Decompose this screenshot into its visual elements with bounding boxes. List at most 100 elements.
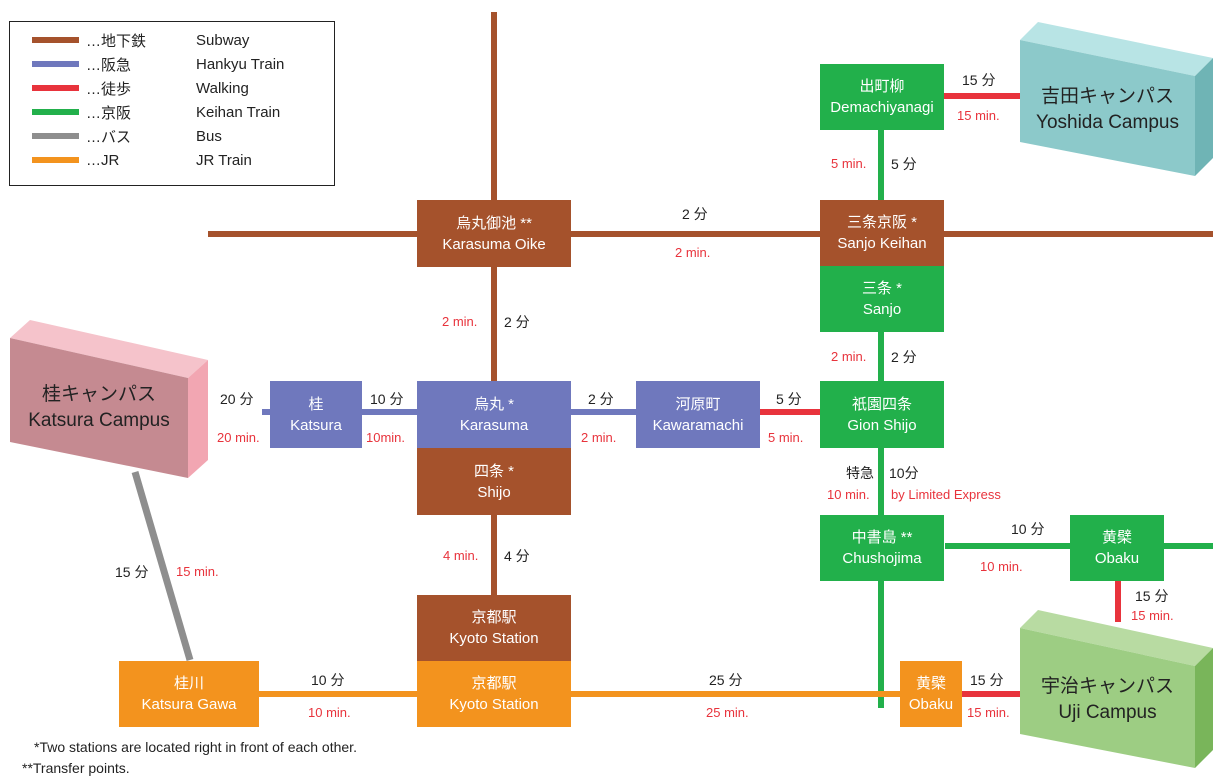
katsura-campus-block	[10, 320, 208, 478]
time-kyoto-obaku-en: 25 min.	[706, 705, 749, 720]
legend-swatch	[32, 37, 79, 43]
time-campus-katsura-en: 20 min.	[217, 430, 260, 445]
station-name-en: Obaku	[1094, 550, 1140, 567]
time-katsuragawa-kyoto-jp: 10 分	[311, 672, 345, 688]
time-sanjo-demachi-jp: 5 分	[891, 156, 917, 172]
campus-name-en: Yoshida Campus	[1036, 112, 1179, 133]
legend-label-jp: …徒歩	[86, 80, 132, 98]
campus-katsura[interactable]: 桂キャンパス Katsura Campus	[10, 374, 188, 442]
time-sanjo-demachi-en: 5 min.	[831, 156, 867, 171]
time-sanjo-gion-en: 2 min.	[831, 349, 867, 364]
time-gion-chushojima-en: 10 min.	[827, 487, 870, 502]
station-name-en: Kyoto Station	[449, 696, 539, 713]
time-karasuma-kawaramachi-jp: 2 分	[588, 391, 614, 407]
time-kyoto-obaku-jp: 25 分	[709, 672, 743, 688]
station-name-en: Gion Shijo	[847, 416, 917, 434]
station-name-en: Kyoto Station	[449, 630, 539, 647]
time-obaku-uji-jp: 15 分	[1135, 588, 1169, 604]
station-name-en: Obaku	[908, 696, 954, 713]
station-name-jp: 四条 *	[473, 462, 514, 480]
station-karasuma-oike[interactable]: 烏丸御池 ** Karasuma Oike	[417, 200, 571, 267]
station-demachiyanagi[interactable]: 出町柳 Demachiyanagi	[820, 64, 944, 130]
time-demachi-yoshida-en: 15 min.	[957, 108, 1000, 123]
station-name-en: Kawaramachi	[652, 416, 744, 434]
campus-name-en: Katsura Campus	[28, 410, 170, 431]
station-name-jp: 黄檗	[915, 675, 946, 692]
station-name-jp: 京都駅	[471, 675, 517, 692]
station-obaku-keihan[interactable]: 黄檗 Obaku	[1070, 515, 1164, 581]
station-name-en: Sanjo Keihan	[837, 235, 927, 252]
time-katsuragawa-kyoto-en: 10 min.	[308, 705, 351, 720]
station-sanjo[interactable]: 三条 * Sanjo	[820, 266, 944, 332]
legend-label-jp: …京阪	[86, 104, 132, 122]
time-chushojima-obaku-en: 10 min.	[980, 559, 1023, 574]
legend-label-jp: …地下鉄	[86, 32, 147, 50]
bus-line	[131, 471, 194, 661]
time-obakujr-uji-jp: 15 分	[970, 672, 1004, 688]
campus-name-jp: 宇治キャンパス	[1040, 676, 1174, 697]
station-kyoto-jr[interactable]: 京都駅 Kyoto Station	[417, 661, 571, 727]
legend-label-jp: …バス	[86, 128, 132, 146]
station-name-en: Katsura	[290, 416, 342, 434]
station-name-en: Chushojima	[842, 550, 922, 567]
time-campus-katsura-jp: 20 分	[220, 391, 254, 407]
time-sanjo-gion-jp: 2 分	[891, 349, 917, 365]
station-name-jp: 祇園四条	[851, 395, 912, 413]
time-obaku-uji-en: 15 min.	[1131, 608, 1174, 623]
legend-swatch	[32, 85, 79, 91]
time-oike-karasuma-en: 2 min.	[442, 314, 478, 329]
campus-name-en: Uji Campus	[1058, 702, 1157, 723]
time-gion-chushojima-prefix: 特急	[846, 465, 874, 481]
station-shijo[interactable]: 四条 * Shijo	[417, 448, 571, 515]
station-name-jp: 三条京阪 *	[846, 214, 917, 231]
station-name-jp: 桂	[308, 395, 324, 413]
legend-label-en: Bus	[196, 127, 222, 145]
station-karasuma[interactable]: 烏丸 * Karasuma	[417, 381, 571, 448]
station-kyoto-subway[interactable]: 京都駅 Kyoto Station	[417, 595, 571, 661]
station-name-jp: 桂川	[173, 675, 204, 692]
time-campus-katsuragawa-jp: 15 分	[115, 564, 149, 580]
time-oike-karasuma-jp: 2 分	[504, 314, 530, 330]
campus-yoshida[interactable]: 吉田キャンパス Yoshida Campus	[1020, 76, 1195, 144]
uji-campus-block	[1020, 610, 1213, 768]
station-name-en: Karasuma	[459, 416, 529, 434]
time-katsura-karasuma-jp: 10 分	[370, 391, 404, 407]
yoshida-campus-block	[1020, 22, 1213, 176]
time-karasuma-kawaramachi-en: 2 min.	[581, 430, 617, 445]
station-obaku-jr[interactable]: 黄檗 Obaku	[900, 661, 962, 727]
campus-name-jp: 吉田キャンパス	[1040, 86, 1174, 107]
station-name-jp: 三条 *	[861, 280, 902, 297]
legend-label-en: JR Train	[196, 151, 252, 169]
station-name-jp: 黄檗	[1101, 529, 1132, 546]
station-name-en: Demachiyanagi	[830, 99, 934, 116]
station-name-en: Karasuma Oike	[442, 235, 546, 253]
station-name-jp: 京都駅	[471, 609, 517, 626]
legend-label-jp: …JR	[86, 151, 120, 169]
time-campus-katsuragawa-en: 15 min.	[176, 564, 219, 579]
campus-uji[interactable]: 宇治キャンパス Uji Campus	[1020, 666, 1195, 734]
station-kawaramachi[interactable]: 河原町 Kawaramachi	[636, 381, 760, 448]
station-katsura-gawa[interactable]: 桂川 Katsura Gawa	[119, 661, 259, 727]
station-katsura[interactable]: 桂 Katsura	[270, 381, 362, 448]
time-chushojima-obaku-jp: 10 分	[1011, 521, 1045, 537]
legend-label-en: Keihan Train	[196, 103, 281, 121]
legend-swatch	[32, 133, 79, 139]
legend-label-en: Subway	[196, 31, 250, 49]
time-kawaramachi-gion-jp: 5 分	[776, 391, 802, 407]
legend-swatch	[32, 109, 79, 115]
time-obakujr-uji-en: 15 min.	[967, 705, 1010, 720]
legend: …地下鉄 Subway …阪急 Hankyu Train …徒歩 Walking…	[9, 21, 335, 186]
footnote-double-asterisk: **Transfer points.	[22, 760, 130, 776]
time-gion-chushojima-jp: 10分	[889, 465, 919, 481]
station-chushojima[interactable]: 中書島 ** Chushojima	[820, 515, 944, 581]
station-name-jp: 出町柳	[859, 78, 905, 95]
footnote-single-asterisk: *Two stations are located right in front…	[34, 739, 357, 755]
station-sanjo-keihan[interactable]: 三条京阪 * Sanjo Keihan	[820, 200, 944, 266]
station-gion-shijo[interactable]: 祇園四条 Gion Shijo	[820, 381, 944, 448]
time-demachi-yoshida-jp: 15 分	[962, 72, 996, 88]
station-name-jp: 河原町	[675, 395, 721, 413]
time-kawaramachi-gion-en: 5 min.	[768, 430, 804, 445]
legend-label-en: Walking	[196, 79, 249, 97]
